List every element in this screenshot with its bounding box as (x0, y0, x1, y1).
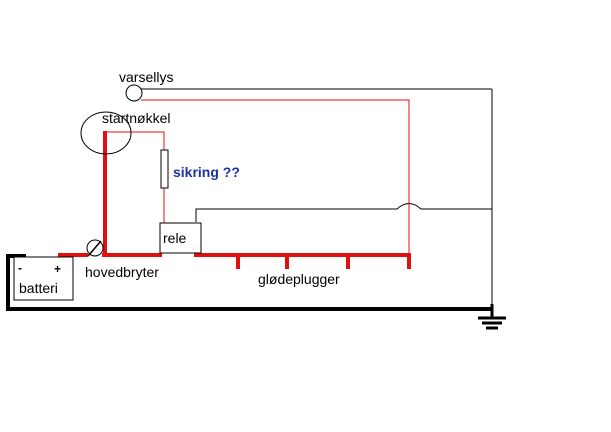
ground-symbol-icon (478, 316, 506, 330)
relay-box (159, 222, 202, 254)
relay-control-wire (195, 203, 492, 222)
warning-light-signal-wire (141, 99, 410, 258)
start-key-label: startnøkkel (102, 110, 170, 126)
main-switch-icon (86, 239, 104, 257)
thin-black-wiring (141, 88, 493, 304)
start-key-icon (80, 111, 132, 155)
thin-red-wiring (107, 99, 410, 258)
key-to-fuse-wire (107, 131, 165, 150)
glow-plugs-label: glødeplugger (258, 271, 340, 287)
relay-label: rele (163, 230, 187, 246)
warning-light-icon (125, 84, 143, 102)
battery-label: batteri (19, 280, 58, 296)
warning-light-label: varsellys (119, 69, 173, 85)
main-switch-label: hovedbryter (85, 264, 159, 280)
power-wiring (58, 131, 411, 269)
fuse-icon (160, 149, 169, 189)
battery-minus-ground-wire (6, 254, 492, 311)
battery-plus-sign: + (54, 262, 61, 276)
ground-wiring (6, 254, 506, 330)
battery-minus-sign: - (18, 261, 22, 275)
battery-box (13, 256, 74, 301)
fuse-label: sikring ?? (173, 164, 240, 180)
